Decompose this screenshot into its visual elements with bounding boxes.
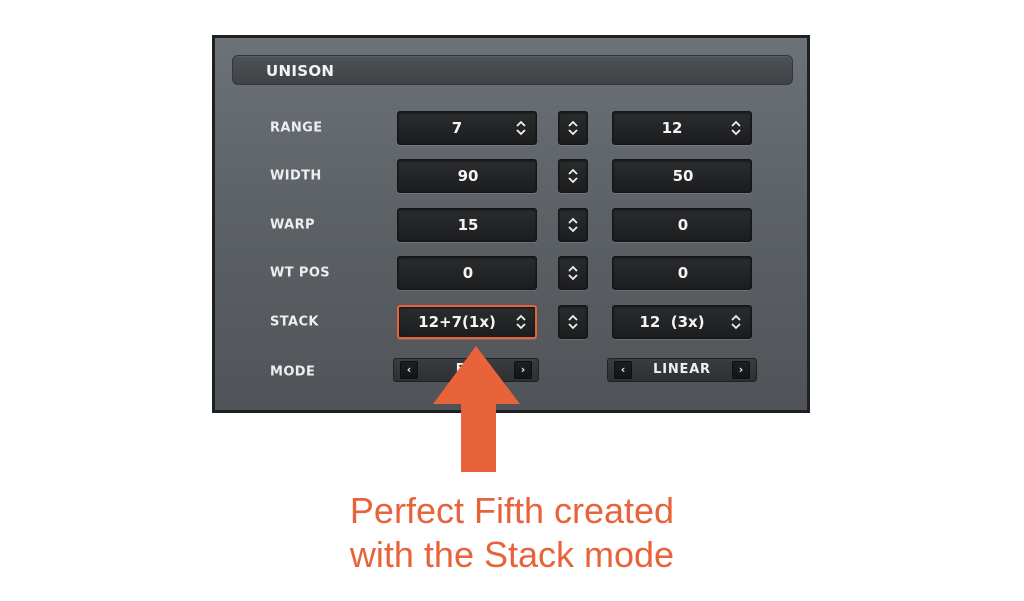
warp-right-value: 0 <box>677 216 689 234</box>
up-down-spinner-icon <box>568 265 578 281</box>
range-right-value: 12 <box>661 119 683 137</box>
wt-pos-label: WT POS <box>270 265 331 281</box>
up-down-spinner-icon <box>568 217 578 233</box>
caption-line-2: with the Stack mode <box>349 534 675 575</box>
warp-left-value: 15 <box>457 216 479 234</box>
chevron-right-icon[interactable]: › <box>514 361 532 379</box>
range-link-button[interactable] <box>558 111 588 145</box>
width-right-value: 50 <box>672 167 694 185</box>
up-down-spinner-icon[interactable] <box>731 120 741 136</box>
width-right-field[interactable]: 50 <box>612 159 752 193</box>
range-right-field[interactable]: 12 <box>612 111 752 145</box>
stack-right-value: 12 (3x) <box>639 313 705 331</box>
chevron-left-icon[interactable]: ‹ <box>614 361 632 379</box>
wt-pos-link-button[interactable] <box>558 256 588 290</box>
width-left-value: 90 <box>457 167 479 185</box>
mode-right-value: LINEAR <box>653 362 711 377</box>
stack-right-field[interactable]: 12 (3x) <box>612 305 752 339</box>
chevron-right-icon[interactable]: › <box>732 361 750 379</box>
up-down-spinner-icon <box>568 168 578 184</box>
wt-pos-right-value: 0 <box>677 264 689 282</box>
width-label: WIDTH <box>270 168 322 184</box>
caption-line-1: Perfect Fifth created <box>349 490 675 531</box>
warp-link-button[interactable] <box>558 208 588 242</box>
wt-pos-left-field[interactable]: 0 <box>397 256 537 290</box>
up-down-spinner-icon[interactable] <box>516 120 526 136</box>
warp-right-field[interactable]: 0 <box>612 208 752 242</box>
mode-label: MODE <box>270 364 316 380</box>
width-left-field[interactable]: 90 <box>397 159 537 193</box>
range-label: RANGE <box>270 120 323 136</box>
warp-label: WARP <box>270 217 315 233</box>
range-left-value: 7 <box>451 119 463 137</box>
mode-right-selector[interactable]: ‹ LINEAR › <box>607 358 757 382</box>
up-down-spinner-icon <box>568 314 578 330</box>
unison-section-header[interactable]: UNISON <box>232 55 793 85</box>
wt-pos-right-field[interactable]: 0 <box>612 256 752 290</box>
stack-label: STACK <box>270 314 319 330</box>
stack-left-field[interactable]: 12+7(1x) <box>397 305 537 339</box>
warp-left-field[interactable]: 15 <box>397 208 537 242</box>
up-down-spinner-icon[interactable] <box>731 314 741 330</box>
stack-link-button[interactable] <box>558 305 588 339</box>
stack-left-value: 12+7(1x) <box>418 313 496 331</box>
section-title: UNISON <box>266 62 335 80</box>
chevron-left-icon[interactable]: ‹ <box>400 361 418 379</box>
up-down-spinner-icon <box>568 120 578 136</box>
unison-panel: UNISON RANGE 7 12 WIDTH 90 50 WARP 15 0 … <box>212 35 810 413</box>
up-down-spinner-icon[interactable] <box>516 314 526 330</box>
range-left-field[interactable]: 7 <box>397 111 537 145</box>
wt-pos-left-value: 0 <box>462 264 474 282</box>
width-link-button[interactable] <box>558 159 588 193</box>
